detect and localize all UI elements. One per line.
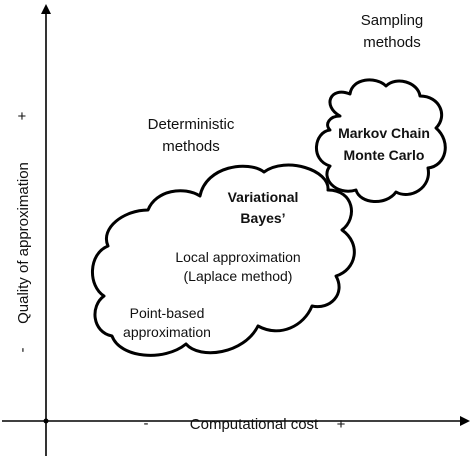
sampling-methods-heading-line1: Sampling [361, 12, 424, 29]
mcmc-cloud [315, 78, 447, 203]
local-approximation-label-line1: Local approximation [175, 249, 300, 265]
mcmc-label-line2: Monte Carlo [344, 147, 425, 163]
x-axis-plus: + [337, 416, 346, 433]
point-based-label-line2: approximation [123, 324, 211, 340]
sampling-methods-heading-line2: methods [363, 34, 421, 51]
deterministic-cloud [91, 163, 356, 357]
variational-bayes-label-line1: Variational [228, 189, 299, 205]
y-axis-label: Quality of approximation [15, 162, 32, 324]
axis-origin [43, 418, 49, 424]
deterministic-methods-heading-line2: methods [162, 138, 220, 155]
x-axis-label: Computational cost [190, 416, 319, 433]
y-axis-minus: - [14, 348, 31, 353]
mcmc-label-line1: Markov Chain [338, 125, 430, 141]
x-axis-minus: - [144, 415, 149, 432]
local-approximation-label-line2: (Laplace method) [184, 268, 293, 284]
point-based-label-line1: Point-based [130, 305, 205, 321]
variational-bayes-label-line2: Bayes’ [240, 210, 285, 226]
y-axis-plus: + [14, 111, 31, 120]
deterministic-methods-heading-line1: Deterministic [148, 116, 235, 133]
